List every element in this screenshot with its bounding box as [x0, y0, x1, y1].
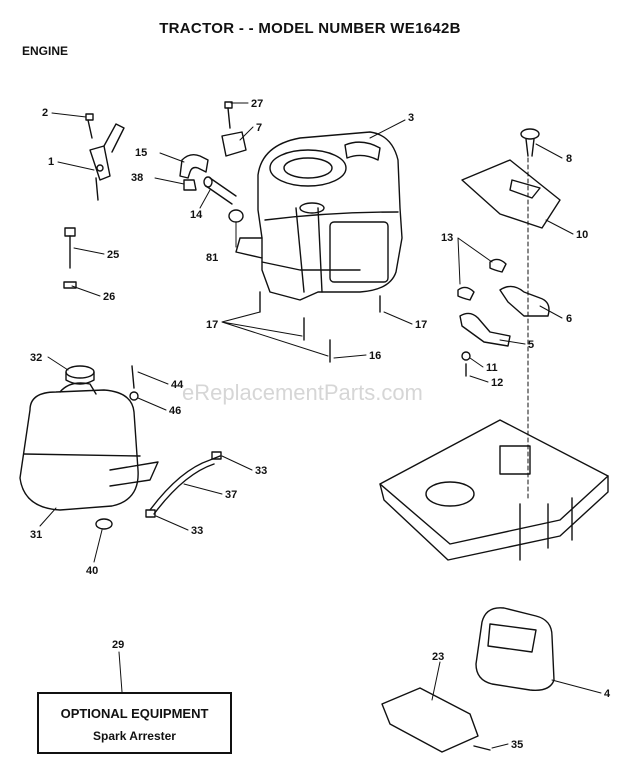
washer-part: [129, 391, 139, 401]
page-title: TRACTOR - - MODEL NUMBER WE1642B: [159, 20, 461, 37]
callout-13: 13: [441, 232, 453, 244]
callout-37: 37: [225, 489, 237, 501]
fuel-tank-part: [19, 382, 159, 511]
callout-2: 2: [42, 107, 48, 119]
callout-8: 8: [566, 153, 572, 165]
callout-25: 25: [107, 249, 119, 261]
frame-part: [379, 419, 609, 561]
callout-numbers: 2 1 27 7 15 38 14 81 3 8 10 13 6 5 11 12…: [30, 98, 611, 751]
callout-27: 27: [251, 98, 263, 110]
callout-31: 31: [30, 529, 42, 541]
callout-35: 35: [511, 739, 523, 751]
callout-14: 14: [190, 209, 203, 221]
callout-33-bottom: 33: [191, 525, 203, 537]
callout-4: 4: [604, 688, 611, 700]
callout-12: 12: [491, 377, 503, 389]
callout-32: 32: [30, 352, 42, 364]
optional-equipment-heading: OPTIONAL EQUIPMENT: [60, 706, 209, 721]
section-label: ENGINE: [22, 44, 69, 58]
fuel-line-part: [149, 455, 221, 511]
washer-part: [461, 351, 471, 361]
callout-17-right: 17: [415, 319, 427, 331]
callout-3: 3: [408, 112, 414, 124]
cover-plate-part: [461, 159, 561, 229]
callout-46: 46: [169, 405, 181, 417]
callout-11: 11: [486, 362, 498, 374]
hose-clamp-part: [211, 451, 222, 460]
callout-1: 1: [48, 156, 54, 168]
callout-10: 10: [576, 229, 588, 241]
oil-cap-part: [520, 128, 540, 157]
callout-38: 38: [131, 172, 143, 184]
elbow-fitting-part: [179, 153, 209, 191]
nut-part: [95, 518, 113, 530]
screw-part: [131, 365, 135, 389]
engine-part: [235, 131, 403, 301]
callout-26: 26: [103, 291, 115, 303]
leader-lines: [39, 102, 602, 749]
optional-equipment-item: Spark Arrester: [93, 729, 176, 743]
callout-23: 23: [432, 651, 444, 663]
bolt-part: [63, 227, 77, 289]
exhaust-pipe-part: [457, 258, 550, 347]
fuel-line-part: [153, 463, 215, 515]
callout-29: 29: [112, 639, 124, 651]
clamp-part: [221, 101, 247, 157]
callout-15: 15: [135, 147, 147, 159]
callout-16: 16: [369, 350, 381, 362]
heat-shield-part: [381, 687, 479, 753]
callout-33-top: 33: [255, 465, 267, 477]
muffler-part: [475, 607, 555, 691]
callout-44: 44: [171, 379, 184, 391]
callout-5: 5: [528, 339, 534, 351]
fuel-cap-part: [65, 365, 95, 385]
throttle-control-part: [85, 113, 125, 201]
callout-6: 6: [566, 313, 572, 325]
fitting-part: [228, 209, 244, 223]
optional-equipment-box: OPTIONAL EQUIPMENT Spark Arrester: [37, 692, 232, 754]
callout-40: 40: [86, 565, 98, 577]
callout-81: 81: [206, 252, 218, 264]
screw-part: [473, 745, 491, 751]
engine-bolts-part: [259, 291, 381, 363]
fuel-tube-part: [203, 176, 237, 205]
callout-17-left: 17: [206, 319, 218, 331]
hose-clamp-part: [145, 509, 156, 518]
watermark: eReplacementParts.com: [182, 380, 423, 405]
callout-7: 7: [256, 122, 262, 134]
